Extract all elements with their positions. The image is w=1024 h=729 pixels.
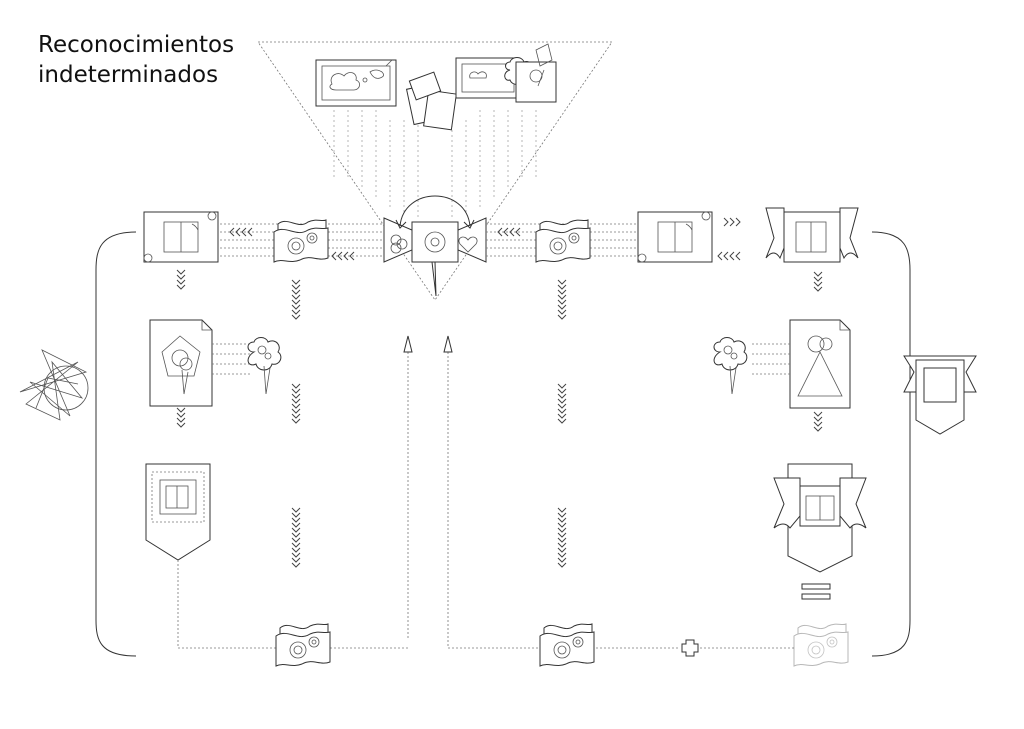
heart-icon xyxy=(458,236,478,253)
banknote-icon-top-right xyxy=(535,219,591,263)
chevron-down-icon xyxy=(813,271,823,292)
shield-badge-left xyxy=(145,463,211,561)
chevron-down-icon xyxy=(176,269,186,290)
banknote-icon-top-left xyxy=(273,219,329,263)
banknote-icon-bottom-right xyxy=(539,623,595,667)
chevron-column-left xyxy=(291,279,301,568)
plus-icon xyxy=(681,639,699,657)
scroll-icon-left xyxy=(143,211,219,263)
shield-ribbon-badge-right xyxy=(773,463,867,573)
chevron-column-right xyxy=(557,279,567,568)
left-bracket xyxy=(95,231,137,657)
title-line-2: indeterminados xyxy=(38,62,219,88)
tree-icon-left xyxy=(247,337,282,395)
ribbon-icon-top-right xyxy=(765,207,859,263)
equals-icon xyxy=(801,583,831,600)
diagram-title: Reconocimientos indeterminados xyxy=(38,30,234,90)
scroll-icon-right xyxy=(637,211,713,263)
right-bracket xyxy=(871,231,911,657)
up-arrow-right xyxy=(443,335,453,640)
document-with-triangle-right xyxy=(752,319,851,409)
tree-icon-right xyxy=(713,337,748,395)
chevron-left-icon xyxy=(331,251,355,261)
bottom-connectors xyxy=(177,560,794,649)
center-bowtie-emblem xyxy=(383,195,487,297)
document-with-flower-left xyxy=(149,319,250,407)
chevron-down-icon xyxy=(176,407,186,428)
banknote-icon-bottom-left xyxy=(275,623,331,667)
title-line-1: Reconocimientos xyxy=(38,32,235,58)
chevron-left-icon xyxy=(717,251,741,261)
picture-cards-center xyxy=(405,71,457,131)
up-arrow-left xyxy=(403,335,413,640)
picture-frame-right xyxy=(455,43,557,103)
projection-triangle xyxy=(257,41,613,301)
chevron-down-icon xyxy=(813,411,823,432)
chevron-right-icon xyxy=(723,217,741,227)
projection-rays xyxy=(333,110,537,220)
banknote-icon-faded xyxy=(793,623,849,667)
ribbon-badge-right-edge xyxy=(903,355,977,435)
flower-icon xyxy=(390,234,408,254)
picture-frame-left xyxy=(315,59,397,107)
scribble-icon xyxy=(19,349,89,421)
chevron-left-icon xyxy=(497,227,521,237)
